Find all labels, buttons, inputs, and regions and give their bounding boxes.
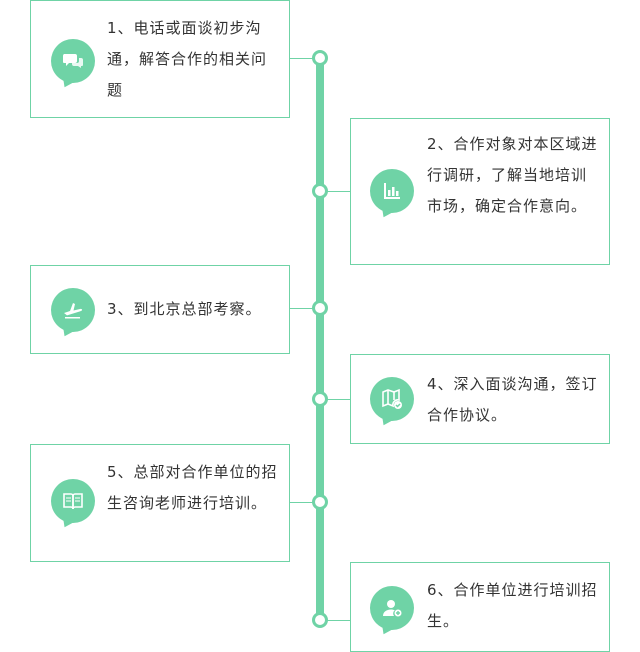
step-text-6: 6、合作单位进行培训招生。 (427, 581, 598, 630)
bar-chart-icon (370, 169, 414, 213)
step-text-4: 4、深入面谈沟通，签订合作协议。 (427, 375, 598, 424)
timeline-node-5 (312, 494, 328, 510)
connector-5 (290, 502, 320, 503)
chat-bubbles-icon (51, 39, 95, 83)
step-text-2: 2、合作对象对本区域进行调研，了解当地培训市场，确定合作意向。 (427, 135, 598, 215)
step-card-6: 6、合作单位进行培训招生。 (350, 562, 610, 652)
timeline-node-6 (312, 612, 328, 628)
connector-1 (290, 58, 320, 59)
airplane-icon (51, 288, 95, 332)
step-card-4: 4、深入面谈沟通，签订合作协议。 (350, 354, 610, 444)
connector-2 (320, 191, 350, 192)
step-card-1: 1、电话或面谈初步沟通，解答合作的相关问题 (30, 0, 290, 118)
step-card-5: 5、总部对合作单位的招生咨询老师进行培训。 (30, 444, 290, 562)
user-add-icon (370, 586, 414, 630)
step-text-3: 3、到北京总部考察。 (107, 300, 262, 318)
timeline-line (316, 58, 324, 621)
step-card-2: 2、合作对象对本区域进行调研，了解当地培训市场，确定合作意向。 (350, 118, 610, 265)
step-text-5: 5、总部对合作单位的招生咨询老师进行培训。 (107, 463, 278, 512)
connector-6 (320, 620, 350, 621)
step-text-1: 1、电话或面谈初步沟通，解答合作的相关问题 (107, 19, 268, 99)
book-icon (51, 479, 95, 523)
step-card-3: 3、到北京总部考察。 (30, 265, 290, 354)
timeline-node-3 (312, 300, 328, 316)
map-check-icon (370, 377, 414, 421)
timeline-node-2 (312, 183, 328, 199)
connector-4 (320, 399, 350, 400)
timeline-node-4 (312, 391, 328, 407)
timeline-node-1 (312, 50, 328, 66)
connector-3 (290, 308, 320, 309)
